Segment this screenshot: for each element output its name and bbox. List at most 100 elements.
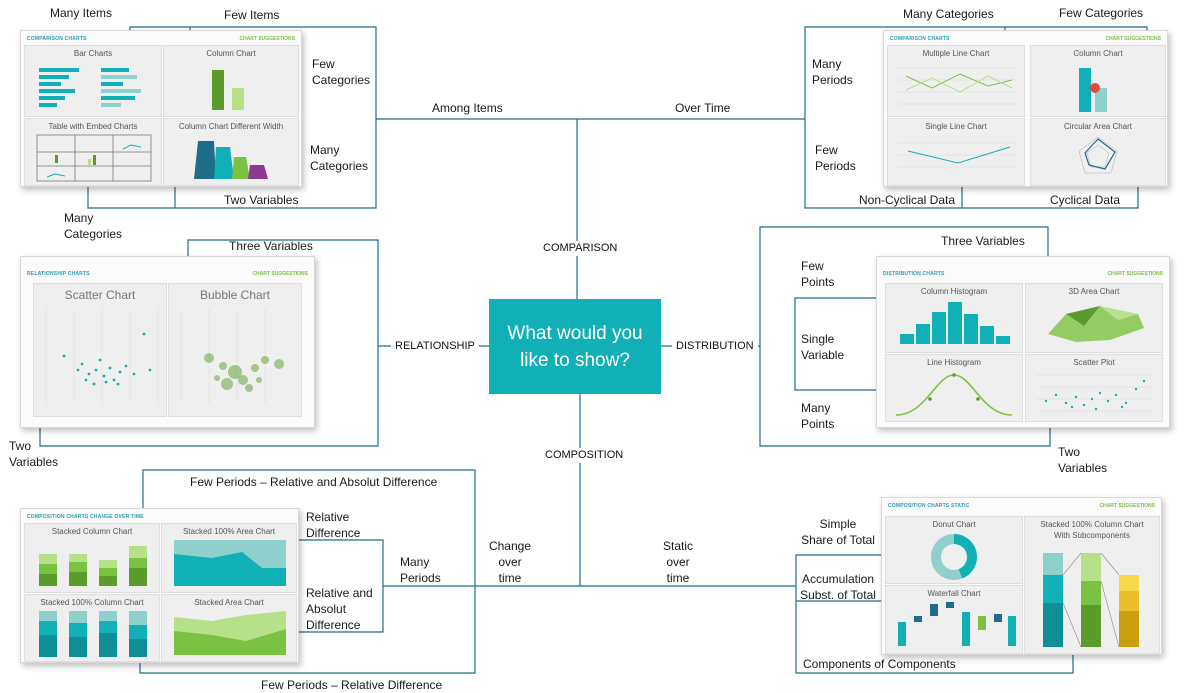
many-categories-bottom-1: Many <box>64 211 94 225</box>
three-variables-rel-label: Three Variables <box>229 239 313 253</box>
few-periods-2: Periods <box>815 159 856 173</box>
two-variables-dist-2: Variables <box>1058 461 1108 475</box>
card-header: DISTRIBUTION CHARTS <box>883 271 945 277</box>
components-of-components-label: Components of Components <box>803 657 956 671</box>
panel-title: Stacked Area Chart <box>194 598 264 607</box>
relative-absolute-2: Absolut <box>306 602 347 616</box>
static-over-time-3: time <box>666 571 690 585</box>
panel-title: Scatter Chart <box>64 288 136 302</box>
many-periods-2: Periods <box>812 73 853 87</box>
multiple-line-thumbnail <box>898 67 1016 105</box>
few-periods-rel-label: Few Periods – Relative Difference <box>261 678 443 692</box>
many-points-1: Many <box>801 401 831 415</box>
card-header: COMPOSITION CHARTS CHANGE OVER TIME <box>27 514 144 520</box>
donut-chart-thumbnail <box>931 534 977 580</box>
waterfall-chart-thumbnail <box>898 602 1016 646</box>
many-periods-comp-1: Many <box>400 555 430 569</box>
column-chart-time-panel: Column Chart <box>1030 45 1166 117</box>
single-variable-1: Single <box>801 332 835 346</box>
relationship-outline <box>39 239 379 447</box>
cyclical-label: Cyclical Data <box>1050 193 1121 207</box>
panel-title: Bubble Chart <box>199 288 271 302</box>
column-histogram-panel: Column Histogram <box>885 283 1023 353</box>
panel-title: Stacked 100% Area Chart <box>182 527 276 536</box>
accumulation-2: Subst. of Total <box>800 588 876 602</box>
card-header: RELATIONSHIP CHARTS <box>27 271 90 277</box>
comparison-items-card: COMPARISON CHARTS CHART SUGGESTIONS Bar … <box>20 30 302 187</box>
stacked-100-subcomponents-thumbnail <box>1043 552 1139 648</box>
stacked-100-subcomponents-panel: Stacked 100% Column Chart With Subcompon… <box>1024 516 1160 654</box>
stacked-100-area-panel: Stacked 100% Area Chart <box>161 523 297 593</box>
few-items-label: Few Items <box>224 8 280 22</box>
panel-title: Waterfall Chart <box>927 589 981 598</box>
accumulation-1: Accumulation <box>801 572 875 586</box>
panel-title: Stacked 100% Column Chart <box>40 598 144 607</box>
donut-chart-panel: Donut Chart <box>885 516 1023 584</box>
question-line-2: like to show? <box>520 349 630 371</box>
table-embed-thumbnail <box>36 134 152 182</box>
panel-title: Donut Chart <box>932 520 976 529</box>
single-variable-bracket <box>794 297 888 391</box>
panel-title: Table with Embed Charts <box>48 122 138 131</box>
3d-area-panel: 3D Area Chart <box>1025 283 1163 353</box>
composition-label: COMPOSITION <box>541 448 628 463</box>
panel-title: Scatter Plot <box>1073 358 1115 367</box>
many-points-2: Points <box>801 417 835 431</box>
line-histogram-thumbnail <box>895 373 1013 416</box>
stacked-100-area-thumbnail <box>174 540 286 586</box>
circular-area-thumbnail <box>1078 136 1118 174</box>
question-line-1: What would you <box>507 322 643 344</box>
panel-title: Column Chart <box>206 49 256 58</box>
static-over-time-1: Static <box>662 539 693 553</box>
comp-right-bracket <box>795 554 1074 674</box>
line-histogram-panel: Line Histogram <box>885 354 1023 422</box>
table-embed-panel: Table with Embed Charts <box>24 118 162 186</box>
stacked-100-column-panel: Stacked 100% Column Chart <box>24 594 160 662</box>
relative-difference-2: Difference <box>306 526 361 540</box>
bubble-chart-panel: Bubble Chart <box>168 283 302 417</box>
many-items-label: Many Items <box>50 6 113 20</box>
column-chart-panel: Column Chart <box>163 45 299 117</box>
many-periods-comp-2: Periods <box>400 571 441 585</box>
comparison-time-card: COMPARISON CHARTS CHART SUGGESTIONS Mult… <box>883 30 1168 187</box>
relative-absolute-3: Difference <box>306 618 361 632</box>
panel-title: Column Chart <box>1073 49 1123 58</box>
many-periods-1: Many <box>812 57 842 71</box>
few-periods-rel-abs-label: Few Periods – Relative and Absolut Diffe… <box>190 475 438 489</box>
stacked-column-thumbnail <box>39 546 147 586</box>
stacked-100-column-thumbnail <box>39 611 147 657</box>
panel-title: Line Histogram <box>927 358 981 367</box>
few-periods-1: Few <box>815 143 838 157</box>
relationship-label: RELATIONSHIP <box>391 339 479 354</box>
column-different-width-thumbnail <box>194 141 268 179</box>
two-variables-rel-2: Variables <box>9 455 59 469</box>
card-suggestions: CHART SUGGESTIONS <box>1099 503 1155 509</box>
two-variables-dist-1: Two <box>1058 445 1081 459</box>
stacked-area-panel: Stacked Area Chart <box>161 594 297 662</box>
waterfall-chart-panel: Waterfall Chart <box>885 585 1023 654</box>
two-variables-rel-1: Two <box>9 439 32 453</box>
panel-subtitle: With Subcomponents <box>1053 531 1131 540</box>
panel-title: Bar Charts <box>73 49 113 58</box>
two-variables-comp-label: Two Variables <box>224 193 299 207</box>
scatter-chart-thumbnail <box>45 308 159 404</box>
composition-change-card: COMPOSITION CHARTS CHANGE OVER TIME Stac… <box>20 508 299 663</box>
single-line-thumbnail <box>898 142 1016 168</box>
scatter-chart-panel: Scatter Chart <box>33 283 167 417</box>
simple-share-1: Simple <box>819 517 857 531</box>
scatter-plot-thumbnail <box>1036 374 1152 412</box>
among-items-label: Among Items <box>432 101 503 115</box>
static-over-time-2: over <box>666 555 690 569</box>
panel-title: Single Line Chart <box>925 122 987 131</box>
bar-charts-panel: Bar Charts <box>24 45 162 117</box>
panel-title: Circular Area Chart <box>1063 122 1133 131</box>
distribution-label: DISTRIBUTION <box>672 339 758 354</box>
panel-title: Column Histogram <box>920 287 988 296</box>
over-time-label: Over Time <box>675 101 731 115</box>
panel-title: Stacked 100% Column Chart <box>1040 520 1144 529</box>
single-line-panel: Single Line Chart <box>887 118 1025 186</box>
card-suggestions: CHART SUGGESTIONS <box>1105 36 1161 42</box>
few-categories-time-label: Few Categories <box>1059 6 1144 20</box>
panel-title: 3D Area Chart <box>1068 287 1120 296</box>
